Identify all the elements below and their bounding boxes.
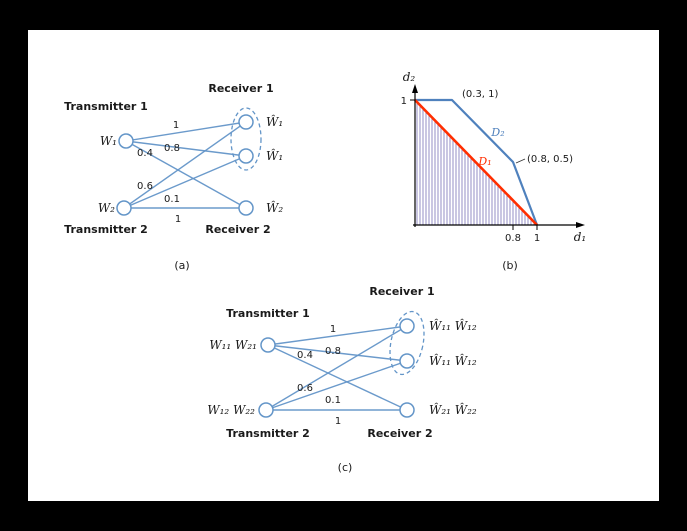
- label-a-w2hat: Ŵ₂: [266, 200, 283, 215]
- node-c-tx2: [258, 402, 274, 418]
- x-tick-label-1: 1: [534, 233, 540, 244]
- transmitter2-title-a: Transmitter 2: [64, 223, 148, 236]
- figure-canvas: Receiver 1 Transmitter 1 Transmitter 2 R…: [64, 70, 587, 474]
- corner-point-03-1: (0.3, 1): [462, 89, 499, 100]
- edge-c-tx1-rx1b: [267, 344, 408, 362]
- node-c-rx1a: [399, 318, 415, 334]
- y-axis-arrow: [412, 84, 418, 93]
- edge-label-a-01: 0.1: [164, 194, 180, 205]
- edge-label-c-1b: 1: [335, 416, 341, 427]
- node-a-rx2: [238, 200, 254, 216]
- d1-region-boundary: [414, 99, 538, 226]
- edge-label-a-1b: 1: [175, 214, 181, 225]
- label-c-what-top: Ŵ₁₁ Ŵ₁₂: [429, 318, 477, 333]
- label-c-w12-w22: W₁₂ W₂₂: [207, 403, 255, 417]
- edge-label-a-04: 0.4: [137, 148, 153, 159]
- label-a-w1hat-top: Ŵ₁: [266, 114, 283, 129]
- edge-label-c-01: 0.1: [325, 395, 341, 406]
- x-axis-arrow: [576, 222, 585, 228]
- receiver1-title-a: Receiver 1: [208, 82, 273, 95]
- edge-label-a-08: 0.8: [164, 143, 180, 154]
- x-axis-label: d₁: [574, 230, 587, 244]
- receiver1-group-ellipse-c: [389, 310, 425, 376]
- hatch-fill: [416, 102, 535, 225]
- caption-a: (a): [174, 259, 189, 272]
- receiver1-group-ellipse: [230, 107, 262, 171]
- corner-point-leader: [515, 158, 526, 164]
- edge-label-c-06: 0.6: [297, 383, 313, 394]
- region-d1-label: D₁: [477, 155, 491, 168]
- label-c-what-rx2: Ŵ₂₁ Ŵ₂₂: [429, 402, 477, 417]
- label-a-w1: W₁: [100, 134, 117, 148]
- edge-a-tx1-rx1a: [125, 121, 247, 142]
- y-axis-label: d₂: [403, 70, 416, 84]
- node-c-rx1b: [399, 353, 415, 369]
- edge-label-a-06: 0.6: [137, 181, 153, 192]
- node-a-rx1b: [238, 148, 254, 164]
- caption-c: (c): [338, 461, 353, 474]
- node-a-tx1: [118, 133, 134, 149]
- label-c-what-bot: Ŵ₁₁ Ŵ₁₂: [429, 353, 477, 368]
- edge-a-tx2-rx1b: [123, 155, 247, 209]
- transmitter1-title-a: Transmitter 1: [64, 100, 148, 113]
- edge-label-c-08: 0.8: [325, 346, 341, 357]
- corner-point-08-05: (0.8, 0.5): [527, 154, 573, 165]
- edge-c-tx2-rx1a: [265, 325, 408, 411]
- receiver2-title-c: Receiver 2: [367, 427, 432, 440]
- label-a-w2: W₂: [98, 201, 115, 215]
- receiver1-title-c: Receiver 1: [369, 285, 434, 298]
- fig-a: Receiver 1 Transmitter 1 Transmitter 2 R…: [64, 82, 283, 272]
- edge-label-c-04: 0.4: [297, 350, 313, 361]
- edge-label-c-1: 1: [330, 324, 336, 335]
- edge-label-a-1: 1: [173, 120, 179, 131]
- node-c-tx1: [260, 337, 276, 353]
- edge-a-tx1-rx1b: [125, 140, 247, 157]
- receiver2-title-a: Receiver 2: [205, 223, 270, 236]
- node-a-rx1a: [238, 114, 254, 130]
- edge-c-tx1-rx2: [267, 344, 408, 411]
- node-c-rx2: [399, 402, 415, 418]
- region-d2-label: D₂: [490, 126, 504, 139]
- transmitter1-title-c: Transmitter 1: [226, 307, 310, 320]
- caption-b: (b): [502, 259, 518, 272]
- x-tick-label-08: 0.8: [505, 233, 521, 244]
- y-tick-label-1: 1: [401, 96, 407, 107]
- edge-c-tx1-rx1a: [267, 325, 408, 346]
- figure-page: Receiver 1 Transmitter 1 Transmitter 2 R…: [28, 30, 659, 501]
- label-a-w1hat-bot: Ŵ₁: [266, 148, 283, 163]
- fig-b: 1 0.8 1 d₂ d₁ (0.3, 1) (0.8, 0.5) D₂ D₁ …: [401, 70, 587, 272]
- label-c-w11-w21: W₁₁ W₂₁: [209, 338, 257, 352]
- fig-c: Receiver 1 Transmitter 1 Transmitter 2 R…: [207, 285, 477, 474]
- d2-region-boundary: [415, 98, 539, 226]
- edge-a-tx2-rx1a: [123, 121, 247, 209]
- transmitter2-title-c: Transmitter 2: [226, 427, 310, 440]
- edge-c-tx2-rx1b: [265, 360, 408, 411]
- node-a-tx2: [116, 200, 132, 216]
- edge-a-tx1-rx2: [125, 140, 247, 209]
